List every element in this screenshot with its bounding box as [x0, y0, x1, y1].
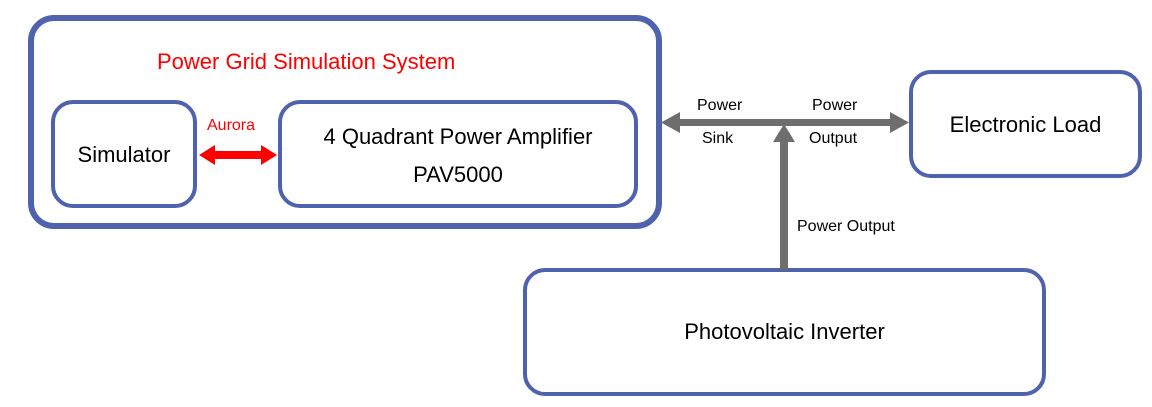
power-sink-label-line2: Sink [702, 130, 734, 147]
power-output-label-line1: Power [812, 97, 858, 114]
simulator-label: Simulator [77, 142, 171, 167]
aurora-double-arrow [199, 145, 277, 165]
power-sink-label-line1: Power [697, 97, 743, 114]
photovoltaic-inverter-label: Photovoltaic Inverter [684, 319, 885, 344]
simulator-box [51, 100, 197, 208]
system-title: Power Grid Simulation System [157, 49, 456, 74]
electronic-load-box [909, 70, 1142, 178]
power-amplifier-box [278, 100, 638, 208]
electronic-load-label: Electronic Load [949, 112, 1102, 137]
aurora-link-label: Aurora [207, 117, 256, 134]
inverter-output-arrow [773, 124, 795, 270]
amplifier-name: 4 Quadrant Power Amplifier [323, 124, 593, 149]
power-bus-arrow [661, 112, 909, 133]
amplifier-model: PAV5000 [413, 162, 503, 187]
inverter-power-output-label: Power Output [797, 218, 895, 235]
power-output-label-line2: Output [809, 130, 858, 147]
